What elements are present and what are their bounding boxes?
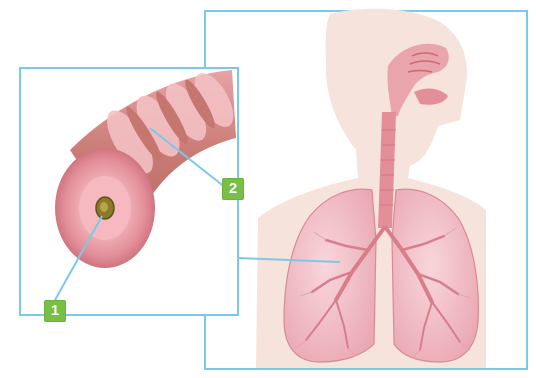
- callout-1-badge: 1: [44, 300, 66, 322]
- callout-2-badge: 2: [222, 178, 244, 200]
